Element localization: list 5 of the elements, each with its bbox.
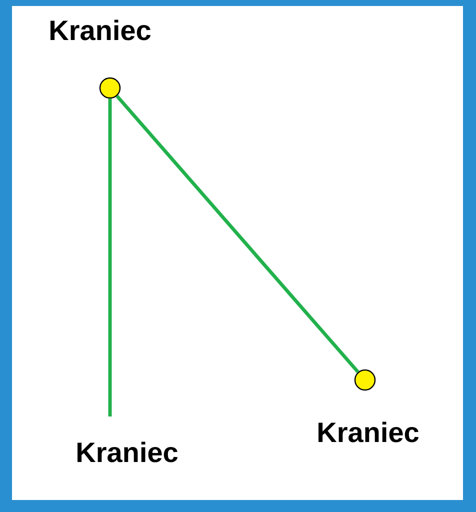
- line: [116, 94, 360, 374]
- node-label: Kraniec: [318, 422, 419, 442]
- endpoint-label: Kraniec: [78, 442, 178, 462]
- line: [108, 98, 112, 417]
- node-label: Kraniec: [50, 20, 151, 40]
